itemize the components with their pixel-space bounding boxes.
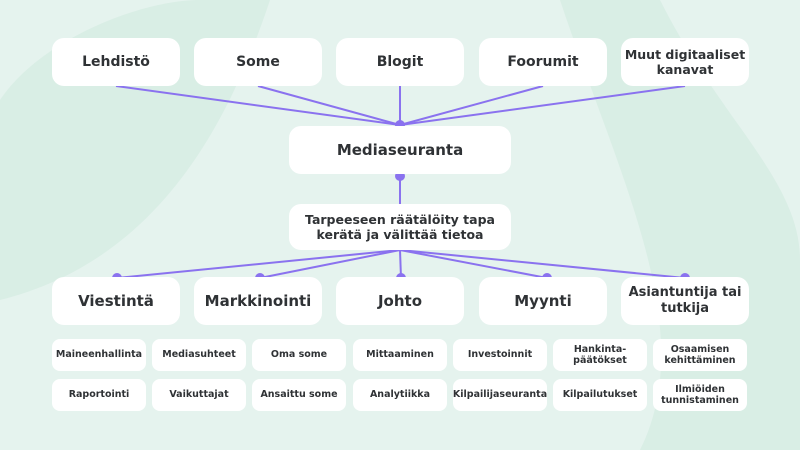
use-vaikuttajat: Vaikuttajat: [152, 379, 246, 411]
connector-lehdisto: [115, 85, 401, 126]
connector-some: [257, 85, 401, 126]
connector-muut: [399, 85, 686, 126]
source-foorumit: Foorumit: [479, 38, 607, 86]
use-maineenhallinta: Maineenhallinta: [52, 339, 146, 371]
audience-myynti: Myynti: [479, 277, 607, 325]
use-ansaittu-some: Ansaittu some: [252, 379, 346, 411]
background-shape-right: [560, 0, 800, 450]
connector-markkinointi: [259, 249, 401, 279]
center-subtitle: Tarpeeseen räätälöity tapa kerätä ja väl…: [289, 204, 511, 250]
use-raportointi: Raportointi: [52, 379, 146, 411]
use-ilmioiden-tunnistaminen: Ilmiöiden tunnistaminen: [653, 379, 747, 411]
connector-asiantuntija: [399, 249, 686, 279]
use-investoinnit: Investoinnit: [453, 339, 547, 371]
audience-viestinta: Viestintä: [52, 277, 180, 325]
use-kilpailijaseuranta: Kilpailijaseuranta: [453, 379, 547, 411]
use-mediasuhteet: Mediasuhteet: [152, 339, 246, 371]
center-title: Mediaseuranta: [289, 126, 511, 174]
source-blogit: Blogit: [336, 38, 464, 86]
connector-foorumit: [399, 85, 544, 126]
connector-viestinta: [116, 249, 401, 279]
connector-myynti: [399, 249, 548, 279]
audience-markkinointi: Markkinointi: [194, 277, 322, 325]
audience-johto: Johto: [336, 277, 464, 325]
use-mittaaminen: Mittaaminen: [353, 339, 447, 371]
source-muut-digitaaliset-kanavat: Muut digitaaliset kanavat: [621, 38, 749, 86]
use-osaamisen-kehittaminen: Osaamisen kehittäminen: [653, 339, 747, 371]
audience-asiantuntija-tai-tutkija: Asiantuntija tai tutkija: [621, 277, 749, 325]
source-some: Some: [194, 38, 322, 86]
use-hankintapaatokset: Hankinta- päätökset: [553, 339, 647, 371]
source-lehdisto: Lehdistö: [52, 38, 180, 86]
use-oma-some: Oma some: [252, 339, 346, 371]
use-kilpailutukset: Kilpailutukset: [553, 379, 647, 411]
use-analytiikka: Analytiikka: [353, 379, 447, 411]
